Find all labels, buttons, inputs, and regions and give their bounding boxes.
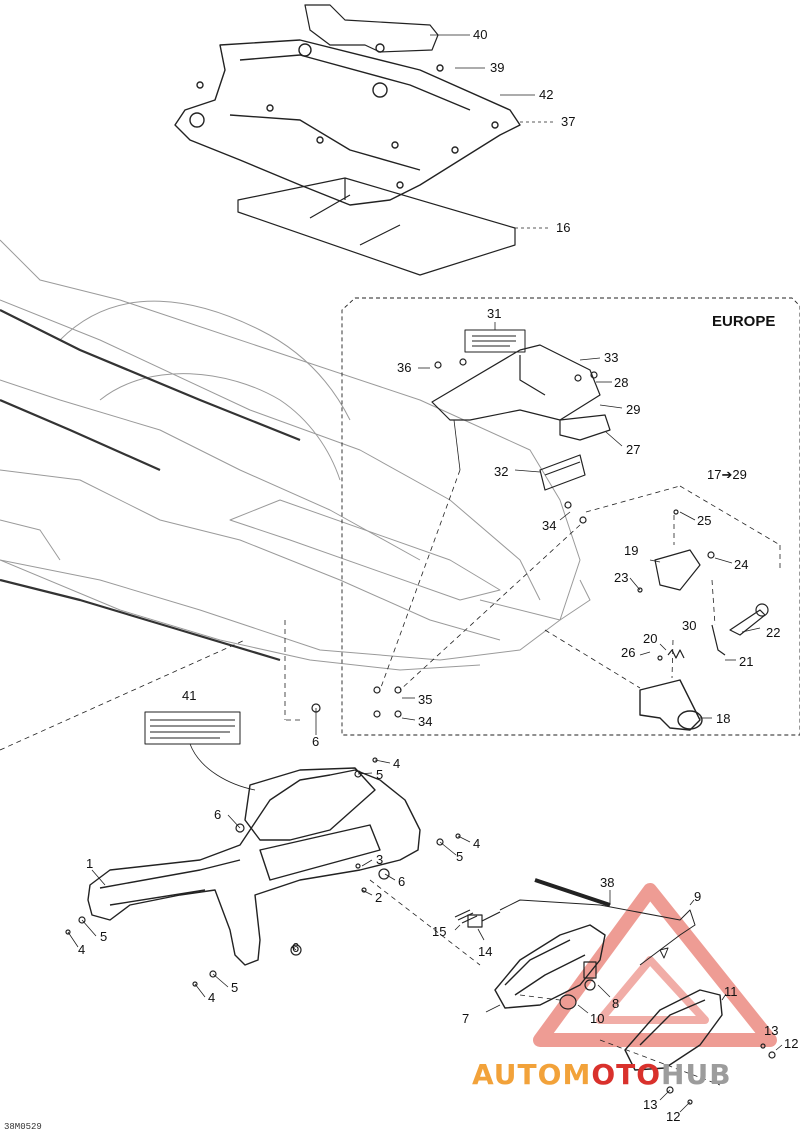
decal-part-41 (144, 711, 256, 791)
callout-41: 41 (182, 688, 197, 703)
watermark-triangle-inner (596, 956, 709, 1024)
callout-13-a: 13 (764, 1023, 779, 1038)
callout-15: 15 (432, 924, 447, 939)
taillight-housing-part-7 (494, 924, 606, 1009)
watermark-part-2: OTO (591, 1058, 662, 1091)
bumper-part-1 (87, 767, 421, 966)
callout-5-c: 5 (100, 929, 108, 944)
callout-18: 18 (716, 711, 731, 726)
callout-20: 20 (643, 631, 658, 646)
callout-31: 31 (487, 306, 502, 321)
callout-6-b: 6 (214, 807, 222, 822)
chassis-rail (0, 309, 301, 662)
callout-19: 19 (624, 543, 639, 558)
callout-12-a: 12 (784, 1036, 799, 1051)
europe-fasteners (373, 358, 715, 718)
hitch-part-19 (654, 549, 701, 591)
callout-10: 10 (590, 1011, 605, 1026)
region-title-europe: EUROPE (712, 313, 776, 330)
rod-part-38 (534, 878, 611, 907)
plate-part-40 (304, 4, 439, 53)
callout-16: 16 (556, 220, 571, 235)
drawing-reference-code: 38M0529 (4, 1122, 42, 1132)
terminals-part-15 (454, 909, 478, 924)
europe-region-box (341, 297, 800, 736)
callout-2: 2 (375, 890, 383, 905)
pad-part-16 (237, 177, 516, 276)
callout-35: 35 (418, 692, 433, 707)
socket-part-8 (583, 961, 597, 991)
callout-22: 22 (766, 625, 781, 640)
bottom-fasteners (65, 703, 776, 1105)
callout-34-lower: 34 (418, 714, 433, 729)
bottom-dashed-guides (0, 620, 721, 1086)
bracket-part-29 (431, 344, 601, 421)
callout-42: 42 (539, 87, 554, 102)
callout-27: 27 (626, 442, 641, 457)
callout-17-29: 17➔29 (707, 467, 747, 482)
pin-part-22 (729, 603, 769, 636)
harness-part-9 (499, 899, 696, 966)
spring-part-20 (667, 649, 685, 659)
label-part-31 (464, 329, 526, 353)
callout-7: 7 (462, 1011, 470, 1026)
callout-6-c: 6 (398, 874, 406, 889)
hitch-part-18 (639, 679, 703, 731)
clip-part-30 (711, 624, 726, 656)
callout-4-b: 4 (473, 836, 481, 851)
callout-37: 37 (561, 114, 576, 129)
callout-5-a: 5 (376, 767, 384, 782)
europe-dashed-guides (379, 469, 781, 691)
callout-13-b: 13 (643, 1097, 658, 1112)
callout-6-a: 6 (312, 734, 320, 749)
watermark-triangle (533, 883, 777, 1047)
callout-32: 32 (494, 464, 509, 479)
callout-9: 9 (694, 889, 702, 904)
taillight-lens-part-11 (624, 989, 723, 1071)
callout-11: 11 (724, 984, 738, 999)
plate-part-37 (174, 39, 521, 206)
callout-38: 38 (600, 875, 615, 890)
callout-29: 29 (626, 402, 641, 417)
europe-leader-lines (401, 322, 761, 721)
callout-6-d: 6 (292, 940, 300, 955)
callout-28: 28 (614, 375, 629, 390)
callout-4-d: 4 (208, 990, 216, 1005)
callout-12-b: 12 (666, 1109, 681, 1124)
callout-33: 33 (604, 350, 619, 365)
callout-39: 39 (490, 60, 505, 75)
callout-34-upper: 34 (542, 518, 557, 533)
callout-5-b: 5 (456, 849, 464, 864)
callout-4-a: 4 (393, 756, 401, 771)
callout-40: 40 (473, 27, 488, 42)
callout-25: 25 (697, 513, 712, 528)
bulb-part-10 (559, 994, 577, 1010)
callout-30: 30 (682, 618, 697, 633)
callout-23: 23 (614, 570, 629, 585)
callout-1: 1 (86, 856, 94, 871)
callout-21: 21 (739, 654, 754, 669)
callout-36: 36 (397, 360, 412, 375)
plate-part-32 (539, 454, 586, 491)
bracket-part-27 (559, 414, 611, 441)
callout-8: 8 (612, 996, 620, 1011)
callout-26: 26 (621, 645, 636, 660)
watermark-part-1: AUTOM (472, 1058, 592, 1091)
callout-3: 3 (376, 852, 384, 867)
leader-lines-top (430, 34, 555, 229)
callout-5-d: 5 (231, 980, 239, 995)
chassis-frame (0, 239, 591, 671)
callout-24: 24 (734, 557, 749, 572)
connector-part-14 (467, 911, 501, 928)
watermark-wordmark: AUTOMOTOHUB (472, 1058, 732, 1091)
watermark-part-3: HUB (661, 1058, 732, 1091)
callout-4-c: 4 (78, 942, 86, 957)
bottom-leader-lines (67, 708, 783, 1113)
callout-14: 14 (478, 944, 493, 959)
